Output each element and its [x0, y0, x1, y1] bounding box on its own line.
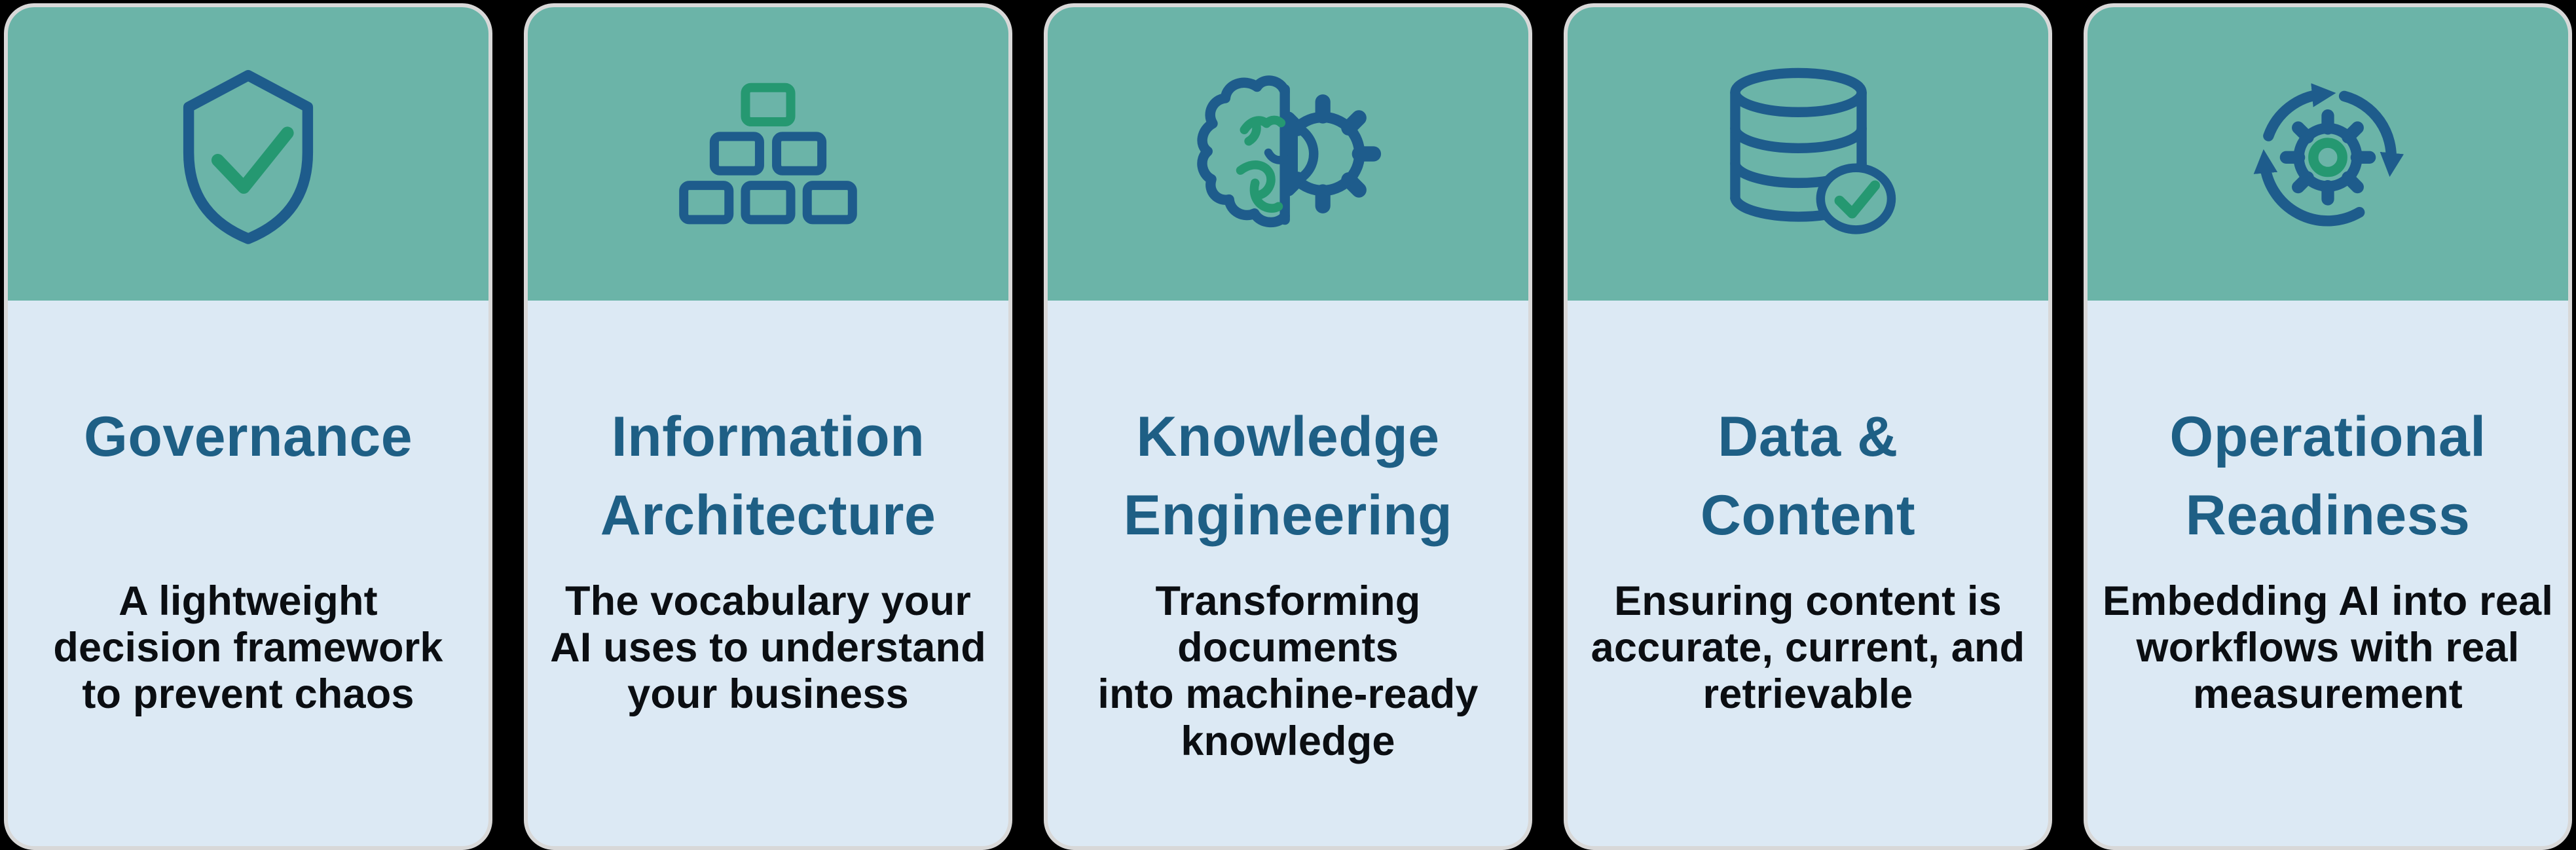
- card-description: The vocabulary your AI uses to understan…: [550, 578, 986, 718]
- gear-cycle-arrows-icon: [2253, 83, 2404, 226]
- card-title: Data & Content: [1700, 405, 1916, 547]
- card-information-architecture: Information Architecture The vocabulary …: [524, 3, 1012, 850]
- card-title: Operational Readiness: [2169, 405, 2486, 547]
- card-header: [528, 7, 1008, 301]
- card-title: Knowledge Engineering: [1123, 405, 1453, 547]
- org-hierarchy-icon: [679, 83, 857, 224]
- card-description: Embedding AI into real workflows with re…: [2102, 578, 2554, 718]
- shield-check-icon: [183, 69, 314, 244]
- brain-gear-icon: [1197, 75, 1382, 228]
- card-operational-readiness: Operational Readiness Embedding AI into …: [2084, 3, 2572, 850]
- card-description: Transforming documents into machine-read…: [1097, 578, 1479, 764]
- card-header: [8, 7, 488, 301]
- card-description: Ensuring content is accurate, current, a…: [1591, 578, 2025, 718]
- card-data-content: Data & Content Ensuring content is accur…: [1564, 3, 2052, 850]
- card-title: Information Architecture: [600, 405, 936, 547]
- card-header: [1568, 7, 2048, 301]
- database-check-icon: [1730, 67, 1896, 234]
- card-governance: Governance A lightweight decision framew…: [4, 3, 492, 850]
- card-knowledge-engineering: Knowledge Engineering Transforming docum…: [1044, 3, 1532, 850]
- card-description: A lightweight decision framework to prev…: [53, 578, 443, 718]
- card-header: [2088, 7, 2568, 301]
- card-title: Governance: [83, 405, 413, 468]
- card-header: [1048, 7, 1528, 301]
